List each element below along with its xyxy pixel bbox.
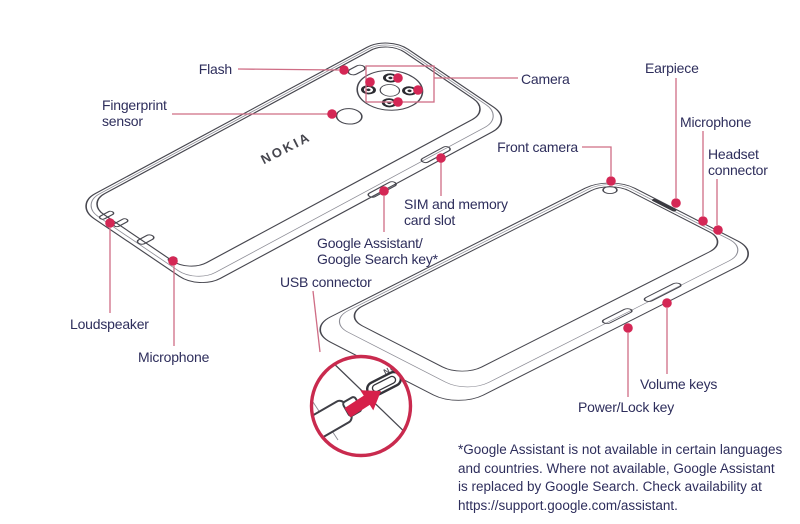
- front-camera-glyph: [602, 186, 618, 194]
- callout-dots: [105, 65, 723, 333]
- power-key-glyph: [601, 308, 633, 324]
- phone-back-silhouette: [85, 42, 503, 284]
- footnote-line-1: *Google Assistant is not available in ce…: [458, 442, 783, 457]
- dot-google-key: [379, 186, 389, 196]
- dot-headset: [713, 225, 723, 235]
- loudspeaker-slot-2: [112, 218, 129, 228]
- footnote-line-2: and countries. Where not available, Goog…: [458, 460, 775, 476]
- phone-front-screen: [353, 186, 719, 372]
- camera-lenses: [360, 73, 418, 108]
- label-fingerprint: Fingerprint sensor: [102, 97, 167, 129]
- loudspeaker-slot-1: [98, 210, 115, 220]
- dot-front-camera: [606, 176, 616, 186]
- leader-flash: [237, 68, 340, 71]
- footnote-line-3: is replaced by Google Search. Check avai…: [458, 479, 762, 494]
- dot-camera-3: [413, 85, 423, 95]
- leader-lines: [109, 65, 718, 397]
- label-google-key: Google Assistant/ Google Search key*: [317, 235, 438, 267]
- footnote: *Google Assistant is not available in ce…: [458, 441, 782, 515]
- dot-camera-4: [393, 97, 403, 107]
- label-camera: Camera: [521, 71, 570, 87]
- camera-module: [356, 70, 424, 111]
- phone-back-face: [96, 46, 481, 267]
- label-earpiece: Earpiece: [645, 60, 699, 76]
- label-headset: Headset connector: [708, 146, 768, 178]
- dot-camera-1: [365, 77, 375, 87]
- dot-flash: [339, 65, 349, 75]
- label-flash: Flash: [198, 61, 232, 77]
- dot-microphone-top: [698, 216, 708, 226]
- label-sim: SIM and memory card slot: [404, 196, 508, 228]
- dot-earpiece: [671, 198, 681, 208]
- label-sim-line2: card slot: [404, 212, 456, 228]
- earpiece-glyph: [651, 198, 677, 212]
- label-google-key-line2: Google Search key*: [317, 251, 438, 267]
- leader-front-camera: [582, 146, 612, 176]
- fingerprint-sensor-glyph: [335, 108, 363, 125]
- sim-tray-glyph: [420, 146, 451, 164]
- dot-fingerprint: [327, 109, 337, 119]
- label-microphone-top: Microphone: [680, 114, 752, 130]
- label-front-camera: Front camera: [497, 139, 578, 155]
- dot-microphone-bottom: [168, 256, 178, 266]
- dot-power-key: [623, 323, 633, 333]
- dot-loudspeaker: [105, 218, 115, 228]
- label-fingerprint-line1: Fingerprint: [102, 97, 167, 113]
- usb-port-glyph: [136, 234, 155, 245]
- label-headset-line1: Headset: [708, 146, 759, 162]
- label-microphone-bottom: Microphone: [138, 349, 210, 365]
- magnifier-ring: [309, 354, 413, 458]
- label-sim-line1: SIM and memory: [404, 196, 508, 212]
- dot-volume-keys: [662, 298, 672, 308]
- camera-module-center: [379, 84, 401, 97]
- phone-back-view: [85, 42, 503, 284]
- arrow-icon: [344, 390, 381, 418]
- footnote-line-4: https://support.google.com/assistant.: [458, 497, 678, 513]
- label-headset-line2: connector: [708, 162, 768, 178]
- leader-usb: [312, 290, 321, 353]
- dot-sim: [436, 153, 446, 163]
- phone-front-edge-line: [338, 184, 739, 388]
- dot-camera-2: [393, 73, 403, 83]
- label-volume-keys: Volume keys: [640, 376, 718, 392]
- label-fingerprint-line2: sensor: [102, 113, 143, 129]
- label-usb-connector: USB connector: [280, 274, 372, 290]
- flash-glyph: [347, 64, 366, 76]
- label-loudspeaker: Loudspeaker: [70, 316, 149, 332]
- nokia-logo-back: NOKIA: [258, 129, 313, 167]
- label-power-key: Power/Lock key: [578, 399, 675, 415]
- label-google-key-line1: Google Assistant/: [317, 235, 423, 251]
- volume-keys-glyph: [643, 282, 682, 302]
